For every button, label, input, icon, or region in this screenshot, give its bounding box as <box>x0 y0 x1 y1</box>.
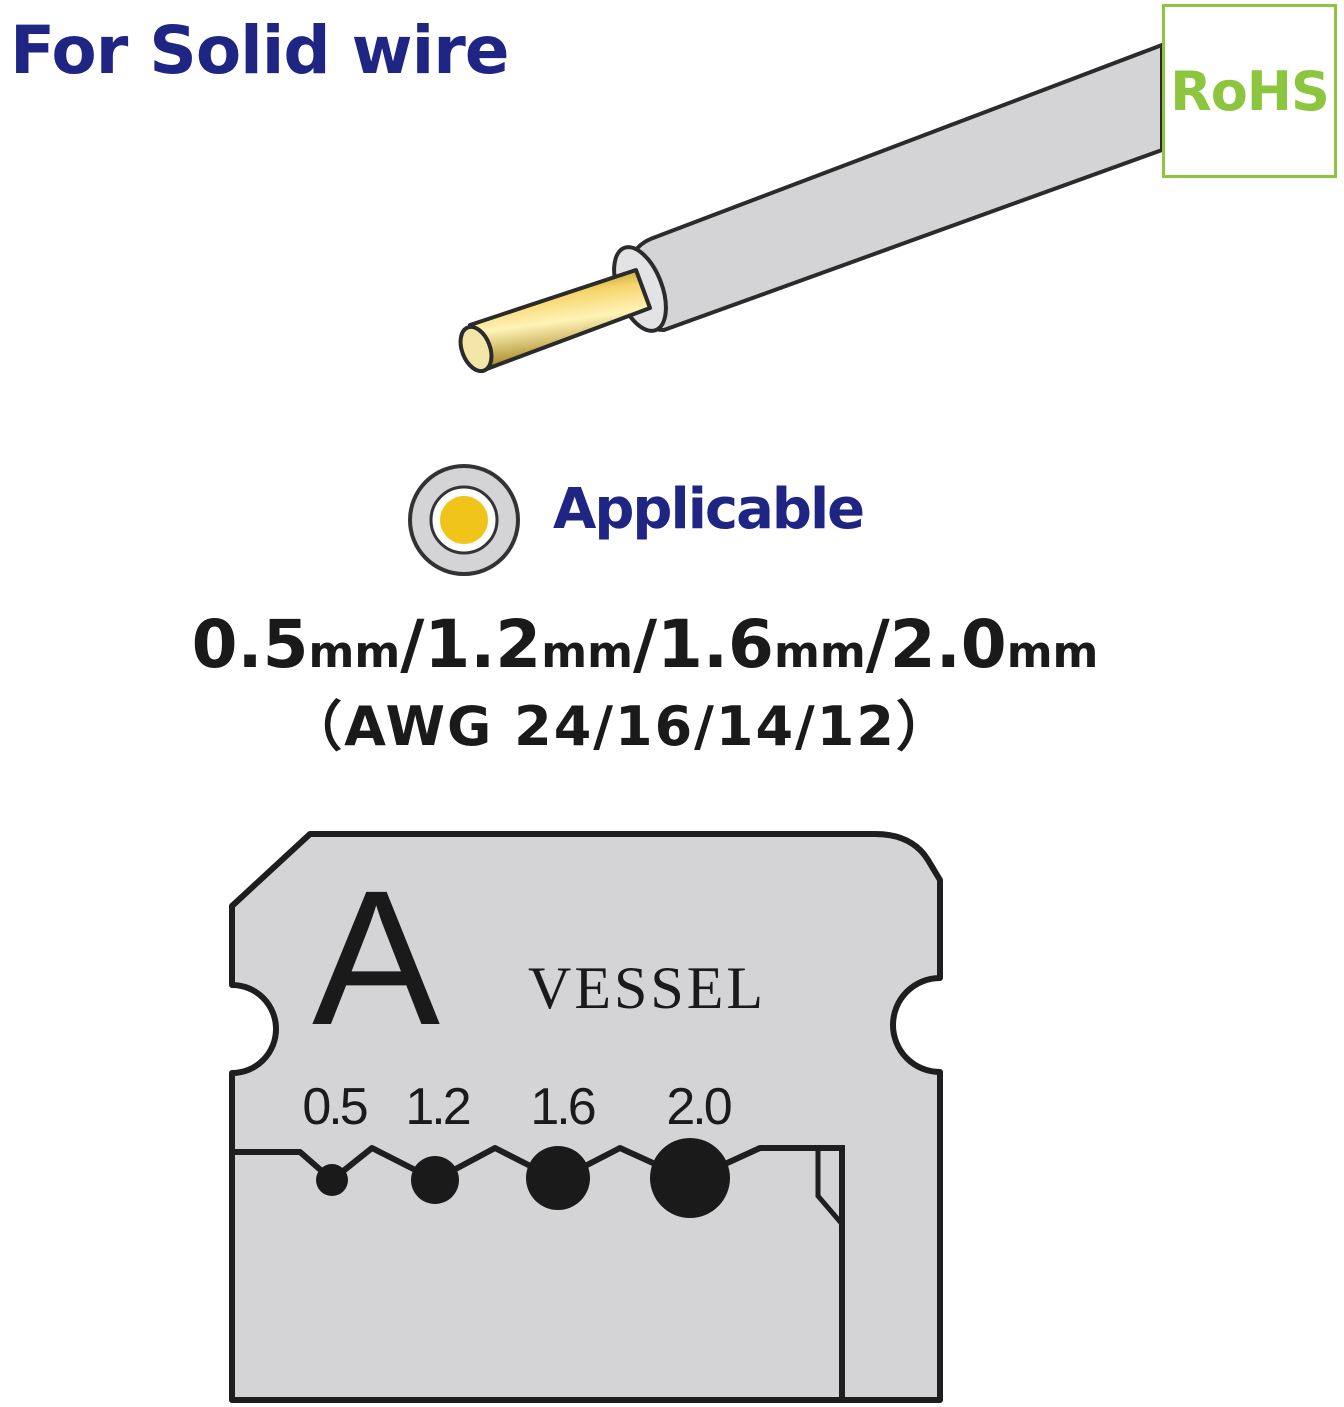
wire-size-value: 2.0 <box>889 606 1007 683</box>
blade-letter: A <box>312 850 440 1065</box>
hole-1-2 <box>411 1156 459 1204</box>
hole-label: 2.0 <box>666 1078 730 1136</box>
hole-label: 1.2 <box>405 1078 469 1136</box>
solid-wire-icon <box>458 43 1164 374</box>
page-title: For Solid wire <box>10 12 510 89</box>
separator: / <box>400 606 425 683</box>
brand-name: VESSEL <box>528 955 766 1021</box>
wire-size-unit: mm <box>1006 627 1099 678</box>
wire-size-list: 0.5mm/1.2mm/1.6mm/2.0mm <box>0 612 1290 678</box>
wire-size-unit: mm <box>773 627 866 678</box>
awg-equivalents: （AWG 24/16/14/12） <box>288 695 952 758</box>
wire-cross-section-icon <box>408 464 520 576</box>
hole-0-5 <box>316 1164 348 1196</box>
wire-size-unit: mm <box>308 627 401 678</box>
wire-size-value: 0.5 <box>191 606 309 683</box>
hole-label: 1.6 <box>530 1078 594 1136</box>
separator: / <box>632 606 658 683</box>
hole-1-6 <box>526 1146 590 1210</box>
hole-2-0 <box>650 1138 730 1218</box>
wire-size-value: 1.6 <box>657 606 774 683</box>
applicable-label: Applicable <box>553 477 865 542</box>
wire-size-unit: mm <box>541 627 633 678</box>
separator: / <box>865 606 890 683</box>
hole-label: 0.5 <box>302 1078 366 1136</box>
rohs-badge: RoHS <box>1162 4 1337 178</box>
wire-size-value: 1.2 <box>424 606 542 683</box>
